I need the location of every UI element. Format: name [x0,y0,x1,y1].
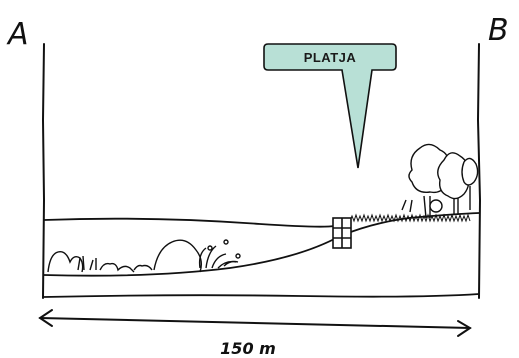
fence-structure [332,217,352,249]
platja-callout: PLATJA [263,43,397,169]
trees [401,143,479,219]
ground-baseline [43,293,480,298]
distance-arrow [38,309,472,337]
point-b-label: B [488,13,509,48]
right-boundary-line [476,43,482,299]
point-a-label: A [6,17,29,52]
dune-grass [349,213,471,223]
callout-label: PLATJA [304,50,357,65]
left-boundary-line [41,43,46,299]
low-vegetation [47,239,241,273]
sea-level-line [43,217,336,228]
dune-profile-line [43,212,480,277]
distance-label: 150 m [220,339,276,358]
